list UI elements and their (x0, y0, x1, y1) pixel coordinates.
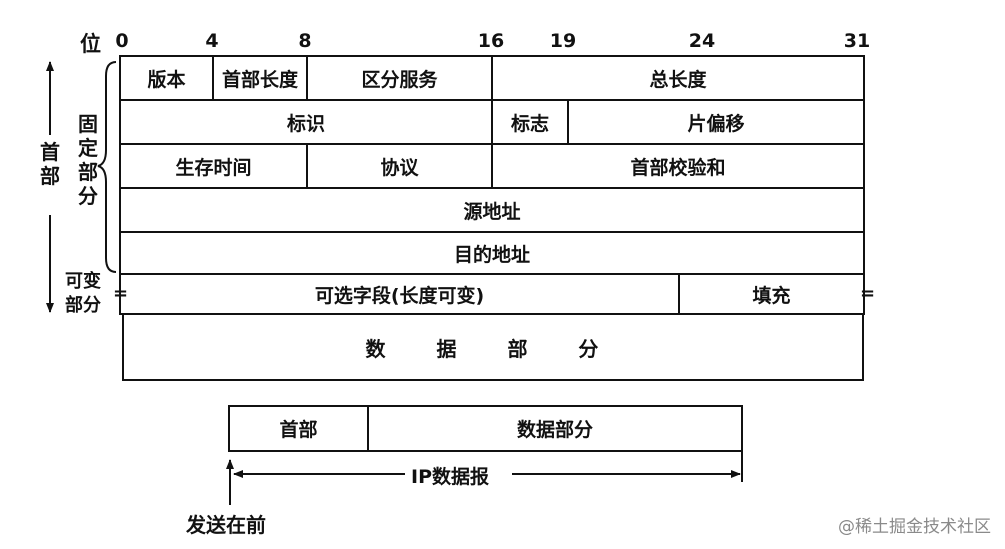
data-part-label: 数 据 部 分 (365, 336, 621, 361)
field-options: 可选字段(长度可变) (119, 273, 680, 315)
bit-tick-24: 24 (688, 30, 716, 52)
bit-tick-4: 4 (205, 30, 219, 52)
header-label-text: 首部 (40, 140, 60, 188)
send-first-label: 发送在前 (186, 513, 266, 537)
bit-tick-8: 8 (298, 30, 312, 52)
fixed-part-brace (97, 61, 117, 273)
field-fragment-offset: 片偏移 (567, 99, 865, 145)
packet-header: 首部 (228, 405, 369, 452)
data-part: 数 据 部 分 (122, 313, 864, 381)
equals-mark-left: = (113, 283, 129, 304)
bit-tick-31: 31 (843, 30, 871, 52)
bit-label: 位 (80, 32, 101, 56)
field-version: 版本 (119, 55, 214, 101)
fixed-part-label: 固定部分 (76, 112, 100, 208)
header-label: 首部 (38, 140, 62, 188)
fixed-part-label-text: 固定部分 (78, 112, 98, 208)
equals-mark-right: = (860, 283, 876, 304)
bit-tick-16: 16 (477, 30, 505, 52)
ip-datagram-label: IP数据报 (405, 462, 495, 489)
variable-part-label-1: 可变 (65, 271, 101, 292)
field-ttl: 生存时间 (119, 143, 308, 189)
watermark: @稀土掘金技术社区 (838, 517, 991, 537)
variable-part-label-2: 部分 (65, 295, 101, 316)
bit-tick-19: 19 (549, 30, 577, 52)
packet-data: 数据部分 (367, 405, 743, 452)
bit-tick-0: 0 (115, 30, 129, 52)
field-total-length: 总长度 (491, 55, 865, 101)
